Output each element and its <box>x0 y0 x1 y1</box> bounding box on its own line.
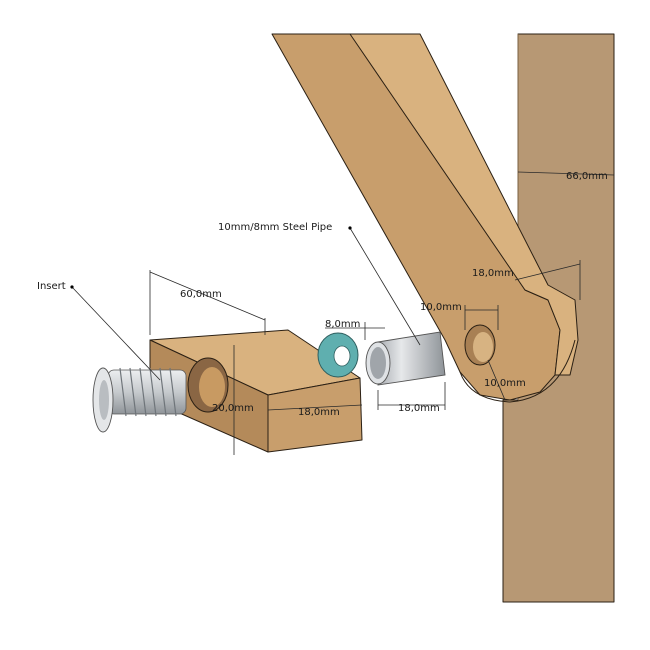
label-insert: Insert <box>37 281 66 292</box>
wood-block <box>149 329 363 453</box>
dim-block-height: 20,0mm <box>212 403 254 414</box>
dim-pipe-length: 18,0mm <box>398 403 440 414</box>
dimension-lines <box>71 171 615 455</box>
leader-dot-pipe <box>348 226 352 230</box>
diagonal-arm <box>271 33 579 403</box>
steel-pipe <box>365 331 446 386</box>
dim-block-width: 18,0mm <box>298 407 340 418</box>
dim-post-width: 66,0mm <box>566 171 608 182</box>
dim-arm-width: 18,0mm <box>472 268 514 279</box>
label-steel-pipe: 10mm/8mm Steel Pipe <box>218 222 332 233</box>
threaded-insert <box>92 367 187 433</box>
leader-dot-insert <box>70 285 74 289</box>
dim-hole-offset: 10,0mm <box>484 378 526 389</box>
dim-block-length: 60,0mm <box>180 289 222 300</box>
washer <box>317 332 359 378</box>
dim-hole-diameter: 10,0mm <box>420 302 462 313</box>
dim-washer: 8,0mm <box>325 319 360 330</box>
